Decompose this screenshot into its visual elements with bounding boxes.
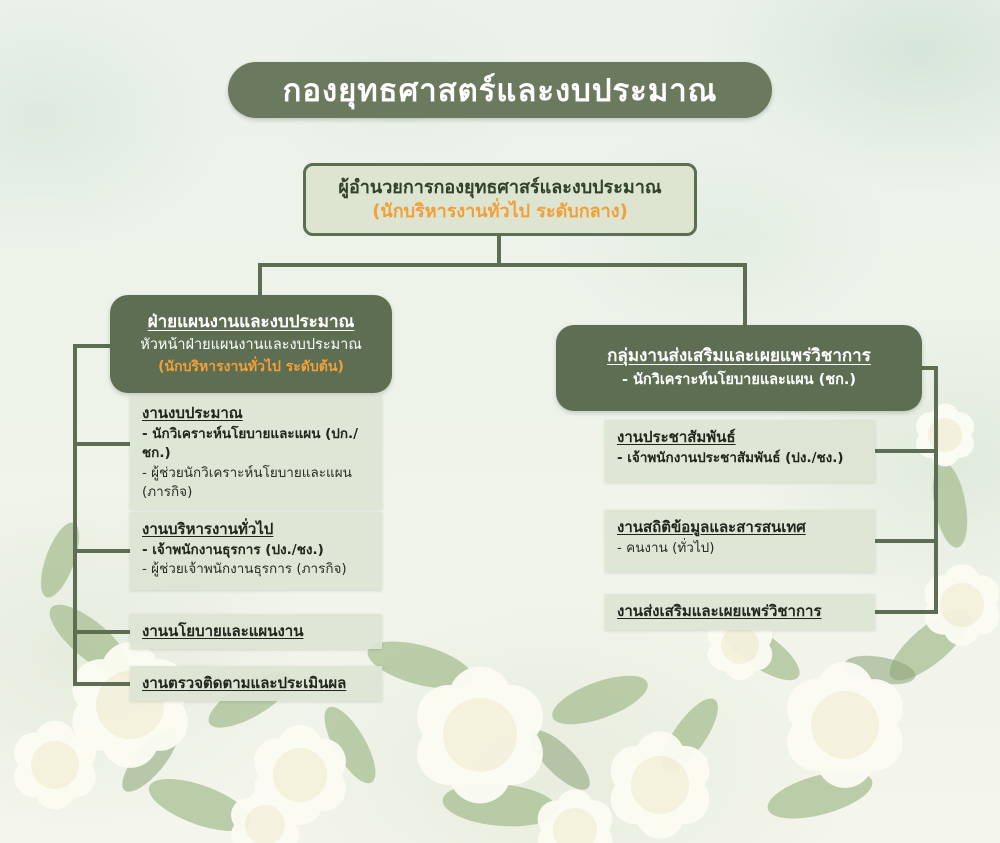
unit-line: - นักวิเคราะห์นโยบายและแผน (ปก./ชก.) [142, 425, 359, 462]
unit-box-academic-promotion: งานส่งเสริมและเผยแพร่วิชาการ [605, 594, 875, 630]
unit-box-general-admin: งานบริหารงานทั่วไป - เจ้าพนักงานธุรการ (… [130, 512, 382, 590]
connector-left-child1 [73, 442, 130, 446]
unit-title: งานบริหารงานทั่วไป [142, 520, 274, 538]
unit-line: - ผู้ช่วยเจ้าพนักงานธุรการ (ภารกิจ) [142, 561, 347, 578]
left-branch-subtitle: หัวหน้าฝ่ายแผนงานและงบประมาณ [140, 337, 362, 354]
connector-right-spine-stub [920, 366, 938, 370]
right-branch-title: กลุ่มงานส่งเสริมและเผยแพร่วิชาการ [607, 346, 871, 367]
left-branch-title: ฝ่ายแผนงานและงบประมาณ [147, 311, 355, 332]
connector-right-child3 [875, 610, 938, 614]
unit-title: งานสถิติข้อมูลและสารสนเทศ [617, 518, 806, 536]
unit-line: - เจ้าพนักงานธุรการ (ปง./ชง.) [142, 541, 324, 558]
right-branch-subtitle: - นักวิเคราะห์นโยบายและแผน (ชก.) [621, 371, 857, 388]
unit-box-public-relations: งานประชาสัมพันธ์ - เจ้าพนักงานประชาสัมพั… [605, 420, 875, 482]
unit-line: (ภารกิจ) [142, 484, 193, 501]
connector-left-spine-stub [73, 344, 113, 348]
connector-left-child2 [73, 549, 130, 553]
connector-horizontal-main [258, 263, 747, 267]
left-branch-position: (นักบริหารงานทั่วไป ระดับต้น) [158, 359, 344, 376]
director-position: (นักบริหารงานทั่วไป ระดับกลาง) [372, 200, 628, 222]
unit-box-statistics-information: งานสถิติข้อมูลและสารสนเทศ - คนงาน (ทั่วไ… [605, 510, 875, 572]
director-box: ผู้อำนวยการกองยุทธศาสร์และงบประมาณ (นักบ… [303, 163, 697, 236]
unit-line: - ผู้ช่วยนักวิเคราะห์นโยบายและแผน [142, 464, 352, 481]
unit-title: งานส่งเสริมและเผยแพร่วิชาการ [617, 602, 822, 620]
unit-title: งานประชาสัมพันธ์ [617, 428, 736, 446]
connector-right-branch-down [743, 263, 747, 327]
unit-box-policy-plan: งานนโยบายและแผนงาน [130, 614, 382, 649]
connector-left-child4 [73, 682, 130, 686]
right-branch-box: กลุ่มงานส่งเสริมและเผยแพร่วิชาการ - นักว… [556, 325, 922, 411]
unit-line: - คนงาน (ทั่วไป) [617, 539, 715, 556]
unit-box-monitoring-evaluation: งานตรวจติดตามและประเมินผล [130, 666, 382, 701]
unit-title: งานนโยบายและแผนงาน [142, 622, 304, 640]
connector-left-branch-down [258, 263, 262, 297]
page-title: กองยุทธศาสตร์และงบประมาณ [282, 73, 718, 109]
left-branch-box: ฝ่ายแผนงานและงบประมาณ หัวหน้าฝ่ายแผนงานแ… [110, 295, 392, 393]
unit-line: - เจ้าพนักงานประชาสัมพันธ์ (ปง./ชง.) [617, 449, 844, 466]
unit-title: งานงบประมาณ [142, 404, 243, 422]
connector-right-child1 [875, 449, 938, 453]
connector-director-down [497, 235, 501, 267]
connector-left-spine [73, 344, 77, 686]
connector-right-child2 [875, 539, 938, 543]
unit-title: งานตรวจติดตามและประเมินผล [142, 674, 347, 692]
director-title: ผู้อำนวยการกองยุทธศาสร์และงบประมาณ [338, 176, 662, 198]
unit-box-budget: งานงบประมาณ - นักวิเคราะห์นโยบายและแผน (… [130, 396, 382, 509]
title-banner: กองยุทธศาสตร์และงบประมาณ [228, 62, 772, 118]
connector-right-spine [934, 366, 938, 614]
connector-left-child3 [73, 630, 130, 634]
